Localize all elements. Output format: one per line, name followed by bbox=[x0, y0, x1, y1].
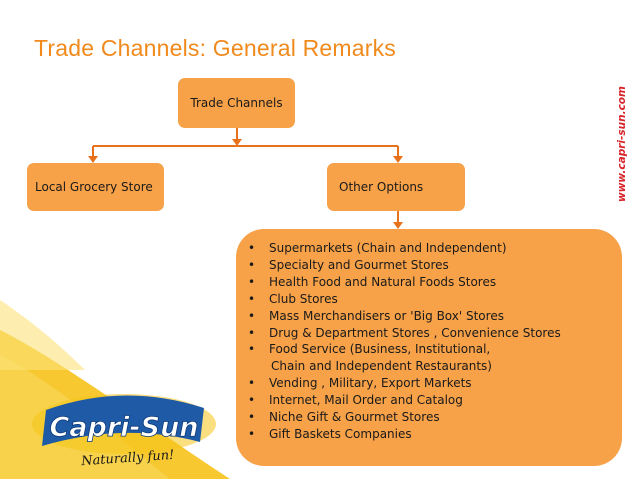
list-item: Gift Baskets Companies bbox=[248, 426, 622, 443]
other-options-node: Other Options bbox=[327, 163, 465, 211]
brand-url: www.capri-sun.com bbox=[616, 86, 628, 202]
logo-text: Capri-Sun bbox=[49, 412, 198, 443]
list-item: Drug & Department Stores , Convenience S… bbox=[248, 325, 622, 342]
list-item: Niche Gift & Gourmet Stores bbox=[248, 409, 622, 426]
list-item: Health Food and Natural Foods Stores bbox=[248, 274, 622, 291]
options-list-box: Supermarkets (Chain and Independent) Spe… bbox=[236, 229, 622, 466]
list-item: Internet, Mail Order and Catalog bbox=[248, 392, 622, 409]
capri-sun-logo: Capri-Sun Naturally fun! bbox=[32, 394, 216, 470]
trade-channels-node: Trade Channels bbox=[178, 78, 295, 128]
logo-tagline: Naturally fun! bbox=[80, 448, 175, 470]
list-item: Club Stores bbox=[248, 291, 622, 308]
list-item: Food Service (Business, Institutional, bbox=[248, 341, 622, 358]
list-item: Specialty and Gourmet Stores bbox=[248, 257, 622, 274]
page-title: Trade Channels: General Remarks bbox=[34, 35, 397, 61]
list-item: Vending , Military, Export Markets bbox=[248, 375, 622, 392]
options-list: Supermarkets (Chain and Independent) Spe… bbox=[248, 240, 622, 443]
list-item: Supermarkets (Chain and Independent) bbox=[248, 240, 622, 257]
brand-url-text: www.capri-sun.com bbox=[616, 86, 628, 202]
list-item: Mass Merchandisers or 'Big Box' Stores bbox=[248, 308, 622, 325]
local-grocery-node: Local Grocery Store bbox=[27, 163, 164, 211]
list-item-continuation: Chain and Independent Restaurants) bbox=[271, 359, 492, 374]
